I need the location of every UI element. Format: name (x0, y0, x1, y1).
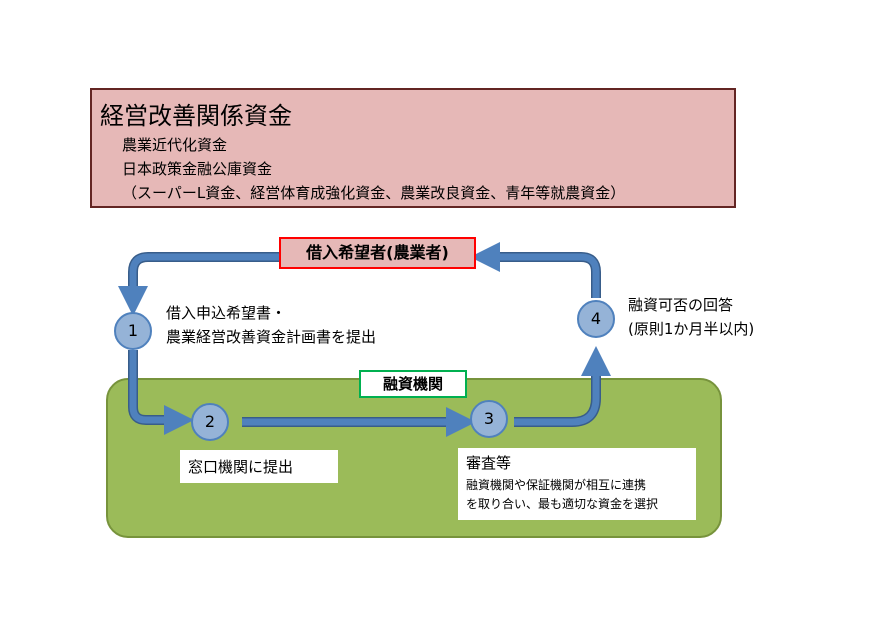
step1-text-line1: 借入申込希望書・ (166, 304, 287, 322)
applicant-label: 借入希望者(農業者) (279, 237, 476, 269)
fund-category-box: 経営改善関係資金 農業近代化資金 日本政策金融公庫資金 （スーパーL資金、経営体… (90, 88, 736, 208)
step3-title: 審査等 (466, 454, 512, 472)
arrow-step3-to-step4 (514, 346, 611, 427)
arrow-applicant-to-step1 (118, 252, 279, 316)
step1-text-line2: 農業経営改善資金計画書を提出 (166, 328, 377, 346)
fund-line-jfc-types: （スーパーL資金、経営体育成強化資金、農業改良資金、青年等就農資金） (122, 184, 626, 202)
fund-category-title: 経営改善関係資金 (100, 102, 292, 130)
fund-line-jfc: 日本政策金融公庫資金 (122, 160, 273, 178)
step4-text-line1: 融資可否の回答 (628, 296, 734, 314)
fund-line-modernization: 農業近代化資金 (122, 136, 228, 154)
step3-detail-line2: を取り合い、最も適切な資金を選択 (466, 497, 659, 511)
step1-circle: 1 (114, 312, 152, 350)
step2-box: 窓口機関に提出 (180, 450, 338, 483)
step3-circle: 3 (470, 400, 508, 438)
step2-text: 窓口機関に提出 (188, 458, 294, 476)
institution-label: 融資機関 (359, 370, 467, 398)
step2-circle: 2 (191, 403, 229, 441)
arrow-step1-to-step2 (128, 350, 194, 435)
step3-detail-line1: 融資機関や保証機関が相互に連携 (466, 478, 647, 492)
step3-box: 審査等 融資機関や保証機関が相互に連携 を取り合い、最も適切な資金を選択 (458, 448, 696, 520)
step4-circle: 4 (577, 300, 615, 338)
arrow-step4-to-applicant (470, 242, 601, 298)
step4-text-line2: (原則1か月半以内) (628, 320, 755, 338)
